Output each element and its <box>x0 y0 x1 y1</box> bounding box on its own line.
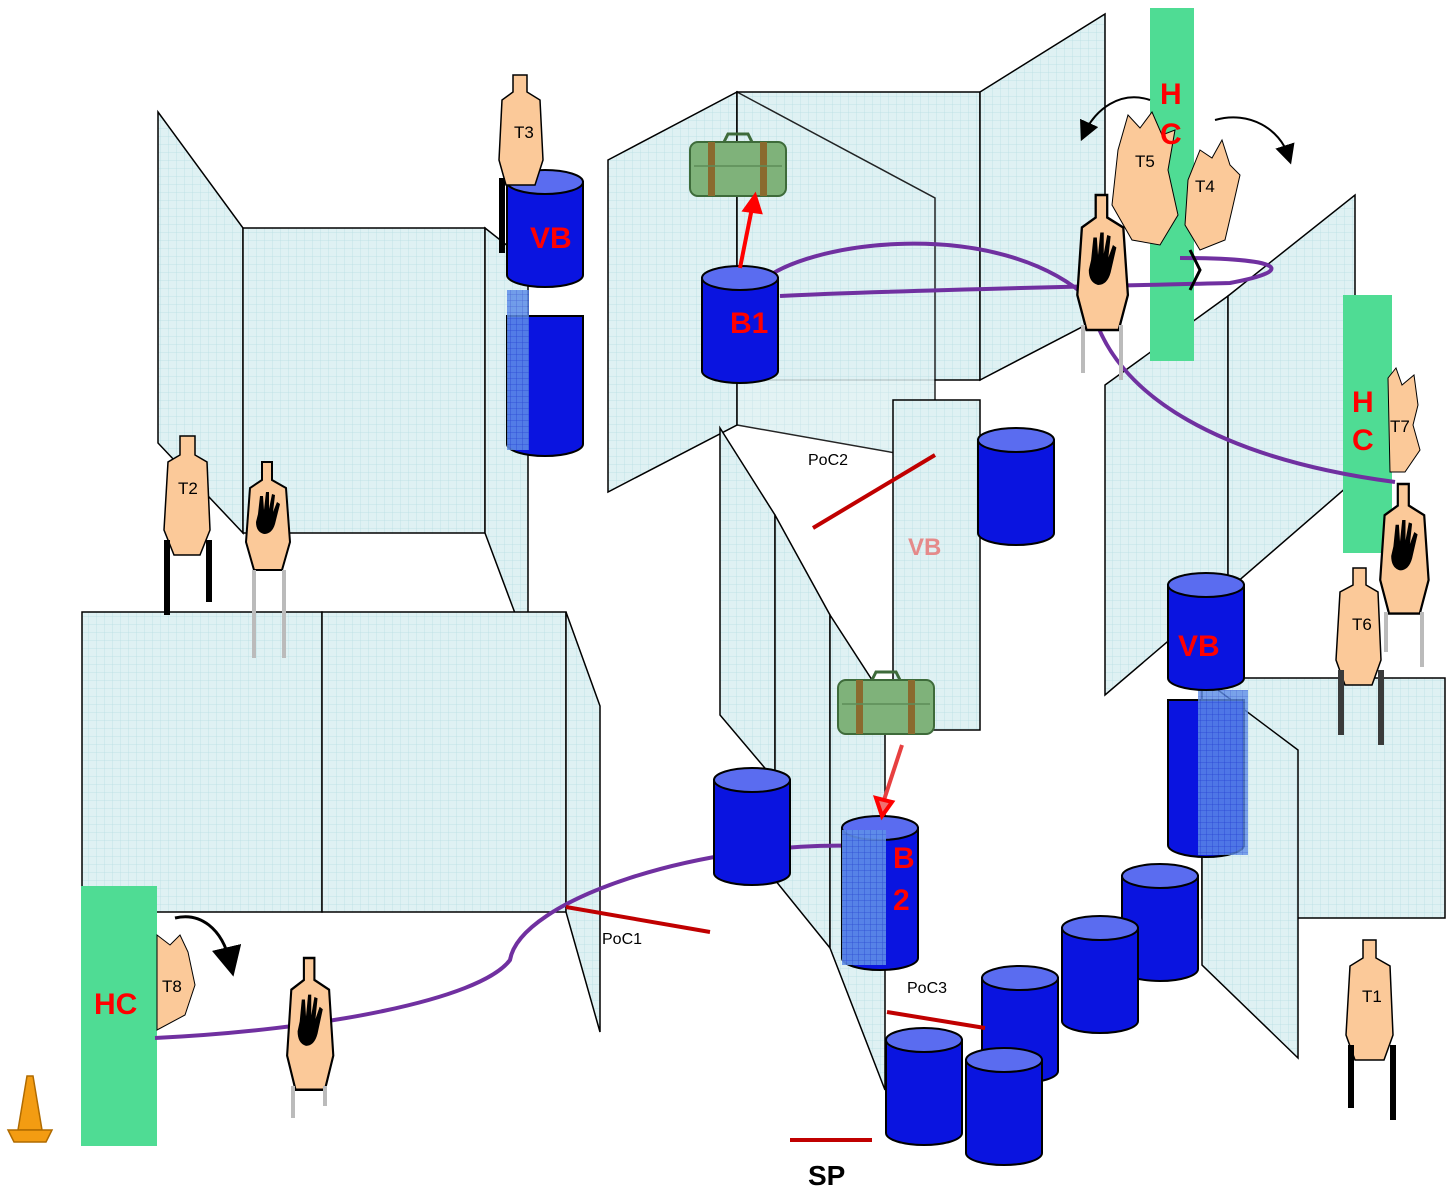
label-t8: T8 <box>162 977 182 996</box>
cone-icon <box>6 1075 54 1143</box>
wall-panel <box>565 611 601 1033</box>
label-t4: T4 <box>1195 177 1215 196</box>
suitcase <box>836 670 936 736</box>
hard-cover-right <box>1343 295 1392 553</box>
target-t7 <box>1387 366 1421 473</box>
target-t2 <box>163 435 212 615</box>
label-vb-top-left: VB <box>530 222 572 255</box>
vision-barrier-mesh <box>507 290 529 450</box>
text-labels: VB B1 VB VB B 2 H C H C HC PoC1 PoC2 PoC… <box>94 78 1410 1191</box>
label-vb-right: VB <box>1178 630 1220 663</box>
label-poc2: PoC2 <box>808 452 848 469</box>
targets <box>156 74 1421 1120</box>
suitcase <box>688 132 788 198</box>
label-t5: T5 <box>1135 152 1155 171</box>
barrel <box>965 1047 1043 1166</box>
target-t6 <box>1335 567 1384 745</box>
wall-panel <box>719 425 776 783</box>
vision-barrier-mesh <box>1198 690 1248 855</box>
label-hc-top-2: C <box>1160 118 1182 151</box>
no-shoot-targets <box>245 193 1430 1118</box>
label-hc-left: HC <box>94 988 137 1021</box>
barrels <box>506 169 1248 1166</box>
fault-lines <box>565 453 986 1142</box>
label-sp: SP <box>808 1160 845 1191</box>
label-hc-right-1: H <box>1352 386 1374 419</box>
target-t8 <box>156 933 196 1031</box>
no-shoot-target <box>1378 482 1430 667</box>
label-b1: B1 <box>730 307 768 340</box>
label-vb-center: VB <box>908 534 941 561</box>
barrel-b2 <box>841 815 919 971</box>
label-b2-line2: 2 <box>893 884 910 917</box>
label-t1: T1 <box>1362 987 1382 1006</box>
barrel <box>977 427 1055 546</box>
poc1-line <box>565 905 711 934</box>
red-arrows <box>738 191 904 821</box>
wall-panel <box>321 611 567 913</box>
wall-panel <box>892 399 981 731</box>
label-hc-right-2: C <box>1352 424 1374 457</box>
wall-panel <box>1227 193 1356 592</box>
poc3-line <box>886 1010 986 1030</box>
no-shoot-target <box>285 956 335 1118</box>
label-b2-line1: B <box>893 842 915 875</box>
hard-cover-left <box>81 886 157 1146</box>
label-t3: T3 <box>514 123 534 142</box>
target-t3 <box>498 74 544 253</box>
target-t5 <box>1111 111 1179 246</box>
poc2-line <box>811 453 937 530</box>
target-t4 <box>1184 138 1241 291</box>
barrel <box>1061 915 1139 1034</box>
barrel <box>713 767 791 886</box>
target-t1 <box>1345 939 1396 1120</box>
label-poc1: PoC1 <box>602 931 642 948</box>
no-shoot-target <box>1076 193 1130 380</box>
label-t2: T2 <box>178 479 198 498</box>
rotation-arrows <box>174 96 1295 977</box>
label-hc-top-1: H <box>1160 78 1182 111</box>
hard-covers <box>81 8 1392 1146</box>
label-t6: T6 <box>1352 615 1372 634</box>
label-t7: T7 <box>1390 417 1410 436</box>
wall-panel <box>774 514 831 951</box>
no-shoot-target <box>245 461 291 658</box>
label-poc3: PoC3 <box>907 980 947 997</box>
barrel <box>885 1027 963 1146</box>
